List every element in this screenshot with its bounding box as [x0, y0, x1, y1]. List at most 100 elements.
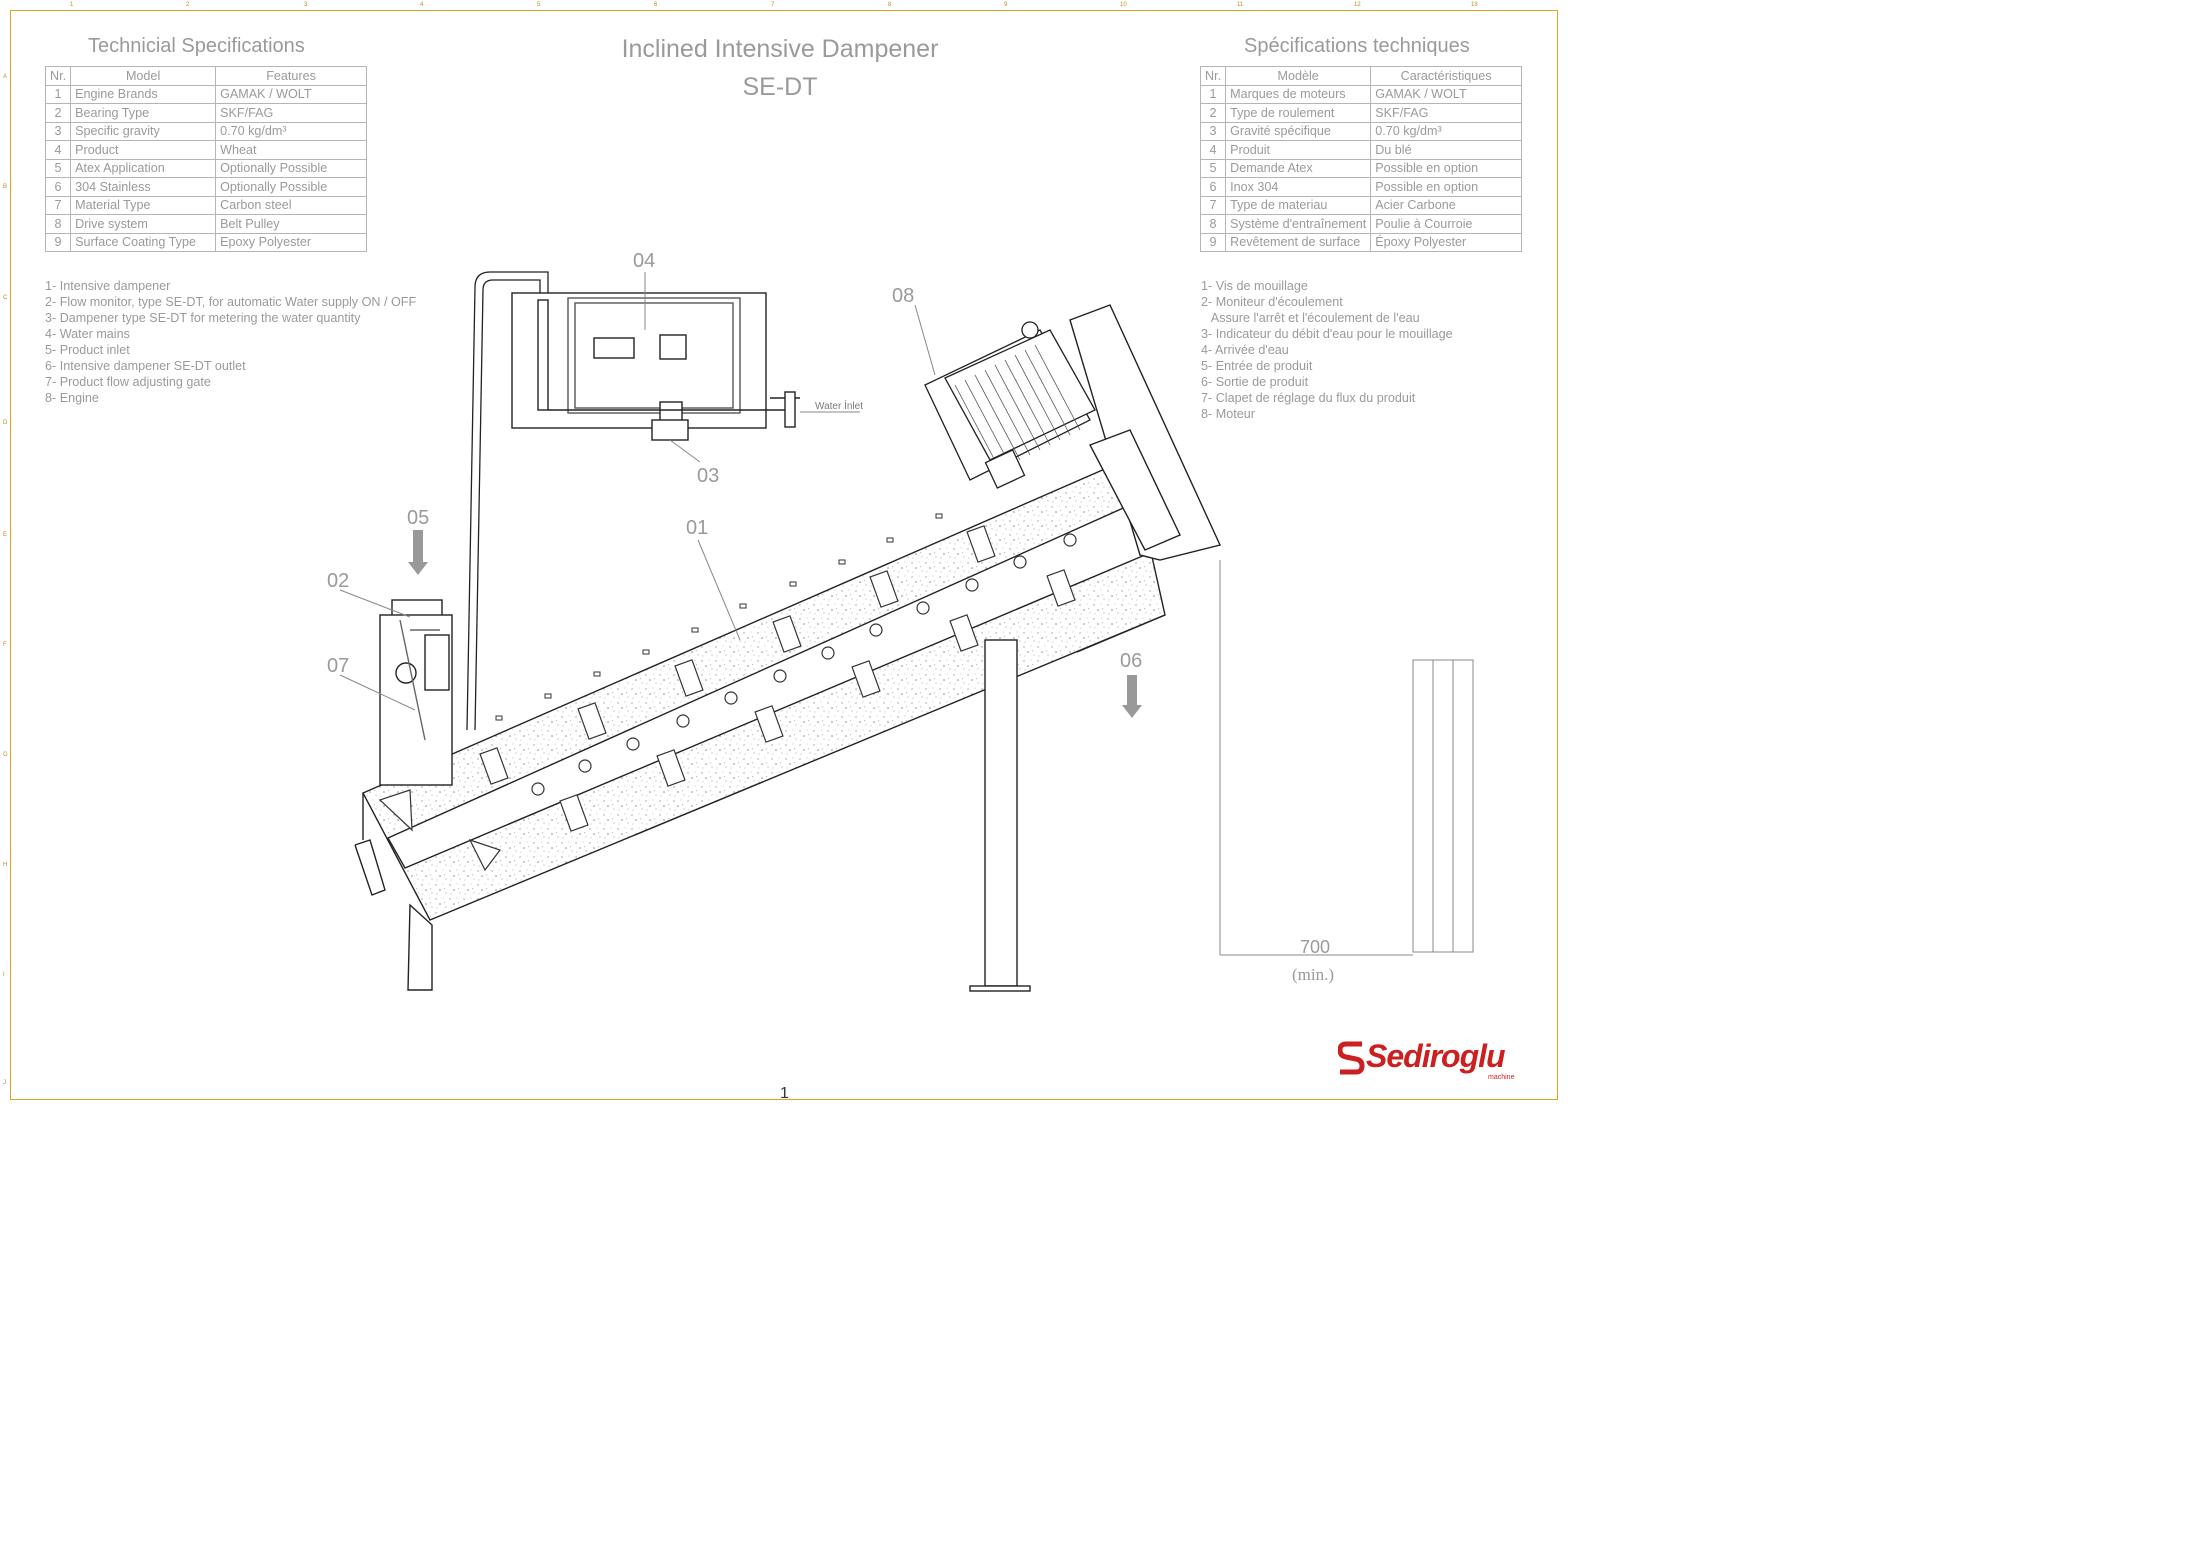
legend-item: 1- Intensive dampener	[45, 279, 171, 293]
spec-cell-feature: Wheat	[215, 140, 367, 160]
spec-cell-feature: Carbon steel	[215, 195, 367, 215]
tick-top-8: 8	[888, 2, 892, 8]
tick-top-2: 2	[186, 2, 190, 8]
tick-top-1: 1	[70, 2, 74, 8]
spec-cell-feature: Belt Pulley	[215, 214, 367, 234]
support-leg	[969, 639, 1031, 992]
spec-cell-feature: Possible en option	[1370, 158, 1522, 178]
spec-cell-model: Demande Atex	[1225, 158, 1372, 178]
outlet-spout	[407, 903, 433, 991]
company-logo: Sediroglu machine	[1338, 1036, 1528, 1084]
dimension-lines	[1219, 560, 1413, 956]
logo-s-icon	[1338, 1041, 1365, 1075]
logo-sub: machine	[1488, 1074, 1515, 1081]
spec-cell-nr: 6	[44, 177, 72, 197]
page-number: 1	[780, 1085, 789, 1102]
tick-left-B: B	[3, 184, 8, 190]
tick-top-11: 11	[1237, 2, 1244, 8]
callout-04: 04	[633, 250, 656, 272]
legend-item: 7- Product flow adjusting gate	[45, 375, 211, 389]
legend-item: 8- Engine	[45, 391, 99, 405]
legend-en: 1- Intensive dampener 2- Flow monitor, ty…	[45, 278, 416, 406]
legend-item: 3- Indicateur du débit d'eau pour le mou…	[1201, 327, 1453, 341]
motor	[924, 321, 1096, 489]
spec-cell-model: Material Type	[70, 195, 217, 215]
legend-item: 8- Moteur	[1201, 407, 1255, 421]
spec-cell-model: Inox 304	[1225, 177, 1372, 197]
callout-03: 03	[697, 465, 720, 487]
drive-housing	[1069, 304, 1221, 653]
spec-cell-feature: Poulie à Courroie	[1370, 214, 1522, 234]
legend-item: 1- Vis de mouillage	[1201, 279, 1308, 293]
tick-left-C: C	[3, 295, 8, 301]
dimension-note: (min.)	[1292, 965, 1335, 984]
tick-top-12: 12	[1354, 2, 1361, 8]
spec-cell-nr: 8	[1199, 214, 1227, 234]
spec-cell-nr: 1	[1199, 84, 1227, 104]
tick-left-E: E	[3, 532, 8, 538]
legend-item: Assure l'arrêt et l'écoulement de l'eau	[1201, 311, 1420, 325]
spec-cell-model: Type de materiau	[1225, 195, 1372, 215]
legend-item: 5- Entrée de produit	[1201, 359, 1313, 373]
tick-left-H: H	[3, 862, 8, 868]
spec-cell-nr: 4	[1199, 140, 1227, 160]
spec-cell-nr: 3	[1199, 121, 1227, 141]
spec-cell-feature: Possible en option	[1370, 177, 1522, 197]
callout-05: 05	[407, 507, 430, 529]
tick-left-J: J	[3, 1080, 6, 1086]
tick-top-9: 9	[1004, 2, 1008, 8]
callout-01: 01	[686, 517, 709, 539]
spec-cell-nr: 5	[44, 158, 72, 178]
spec-cell-model: Revêtement de surface	[1225, 232, 1372, 252]
spec-cell-model: Product	[70, 140, 217, 160]
spec-cell-model: Specific gravity	[70, 121, 217, 141]
spec-cell-model: 304 Stainless	[70, 177, 217, 197]
flow-arrows	[408, 530, 1142, 718]
spec-cell-nr: 4	[44, 140, 72, 160]
spec-cell-feature: 0.70 kg/dm³	[1370, 121, 1522, 141]
spec-cell-nr: 8	[44, 214, 72, 234]
tick-top-13: 13	[1471, 2, 1478, 8]
callout-07: 07	[327, 655, 350, 677]
right-heading: Spécifications techniques	[1244, 35, 1470, 57]
drawing-frame	[10, 10, 1558, 1100]
legend-item: 2- Moniteur d'écoulement	[1201, 295, 1343, 309]
tick-left-D: D	[3, 420, 8, 426]
water-pipe	[466, 271, 549, 731]
tick-top-7: 7	[771, 2, 775, 8]
callout-06: 06	[1120, 650, 1143, 672]
spec-cell-model: Gravité spécifique	[1225, 121, 1372, 141]
legend-item: 3- Dampener type SE-DT for metering the …	[45, 311, 361, 325]
tick-top-5: 5	[537, 2, 541, 8]
water-panel	[511, 292, 800, 441]
spec-cell-model: Produit	[1225, 140, 1372, 160]
spec-cell-feature: Optionally Possible	[215, 158, 367, 178]
spec-cell-feature: Acier Carbone	[1370, 195, 1522, 215]
inlet-hopper	[379, 599, 453, 786]
spec-cell-nr: 3	[44, 121, 72, 141]
legend-item: 2- Flow monitor, type SE-DT, for automat…	[45, 295, 417, 309]
spec-cell-model: Type de roulement	[1225, 103, 1372, 123]
legend-item: 4- Water mains	[45, 327, 130, 341]
screw-paddles	[378, 525, 1076, 872]
spec-en-header-model: Model	[70, 66, 217, 86]
tick-top-3: 3	[304, 2, 308, 8]
tick-left-G: G	[3, 752, 8, 758]
legend-item: 6- Intensive dampener SE-DT outlet	[45, 359, 246, 373]
callout-02: 02	[327, 570, 350, 592]
legend-item: 5- Product inlet	[45, 343, 130, 357]
